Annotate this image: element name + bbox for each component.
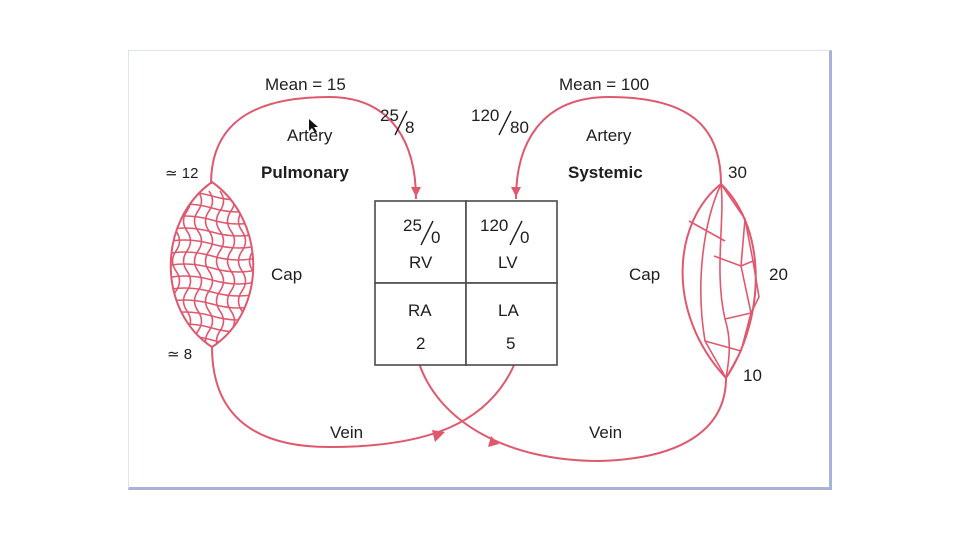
systemic-capillary-bed [681, 182, 760, 380]
pulmonary-mean-label: Mean = 15 [265, 75, 346, 94]
ra-chamber [374, 282, 467, 366]
rv-fraction-slash [420, 220, 434, 246]
systemic-cap-label: Cap [629, 265, 660, 284]
pulmonary-artery [210, 95, 417, 200]
pulmonary-pre-cap-pressure: ≃ 12 [165, 165, 198, 182]
mouse-cursor-icon [309, 119, 318, 133]
rv-label: RV [409, 253, 433, 272]
systemic-pre-cap-pressure: 30 [728, 163, 747, 182]
lv-label: LV [498, 253, 518, 272]
pulmonary-cap-label: Cap [271, 265, 302, 284]
systemic-title: Systemic [568, 163, 643, 182]
rv-pressure-num: 25 [403, 216, 422, 235]
systemic-artery-label: Artery [586, 126, 632, 145]
diagram-frame: 25 0 RV 120 0 LV RA 2 LA 5 Mean = 15 Mea… [128, 50, 832, 490]
rv-chamber [374, 200, 467, 284]
pulmonary-artery-label: Artery [287, 126, 333, 145]
pulmonary-title: Pulmonary [261, 163, 349, 182]
la-label: LA [498, 301, 519, 320]
circulation-diagram: 25 0 RV 120 0 LV RA 2 LA 5 Mean = 15 Mea… [165, 75, 788, 463]
ra-label: RA [408, 301, 432, 320]
systemic-artery-pressure-num: 120 [471, 106, 499, 125]
rv-pressure-den: 0 [431, 228, 440, 247]
systemic-mid-cap-pressure: 20 [769, 265, 788, 284]
systemic-vein [418, 362, 727, 463]
pulmonary-post-cap-pressure: ≃ 8 [167, 346, 192, 363]
pulmonary-capillary-net [169, 180, 255, 349]
pulmonary-vein-arrow [432, 430, 445, 442]
la-pressure: 5 [506, 334, 515, 353]
systemic-artery-arrow [511, 187, 521, 197]
systemic-mean-label: Mean = 100 [559, 75, 649, 94]
pulmonary-artery-arrow [411, 187, 421, 197]
systemic-vein-label: Vein [589, 423, 622, 442]
lv-fraction-slash [509, 220, 523, 246]
lv-pressure-den: 0 [520, 228, 529, 247]
lv-pressure-num: 120 [480, 216, 508, 235]
la-chamber [465, 282, 558, 366]
systemic-post-cap-pressure: 10 [743, 366, 762, 385]
pulmonary-artery-fraction-slash [394, 110, 408, 136]
systemic-artery-pressure-den: 80 [510, 118, 529, 137]
pulmonary-vein-label: Vein [330, 423, 363, 442]
systemic-artery [515, 95, 722, 200]
heart-chambers [374, 200, 558, 366]
pulmonary-artery-pressure-den: 8 [405, 118, 414, 137]
systemic-artery-fraction-slash [498, 110, 512, 136]
systemic-vein-arrow [488, 436, 499, 447]
ra-pressure: 2 [416, 334, 425, 353]
pulmonary-vein [211, 346, 516, 449]
pulmonary-artery-pressure-num: 25 [380, 106, 399, 125]
